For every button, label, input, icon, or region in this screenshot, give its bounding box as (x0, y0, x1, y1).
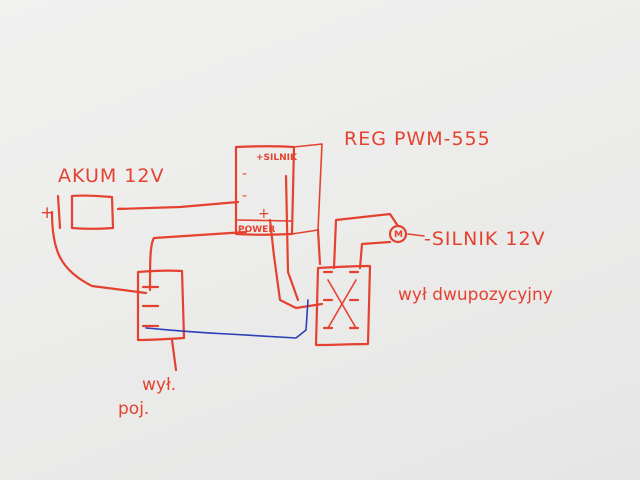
regulator-side-face (291, 143, 323, 235)
dpdt-switch-label: wył dwupozycyjny (398, 285, 553, 305)
wire-regulator-dpdt-a (268, 218, 324, 310)
battery-plate-line (56, 194, 62, 230)
battery-label: AKUM 12V (58, 165, 164, 187)
wire-switch-regulator-power (148, 230, 248, 292)
motor-label-leader (407, 233, 425, 237)
dpdt-switch-box (314, 264, 372, 347)
wire-blue-switch-dpdt (145, 299, 309, 339)
single-switch-label-line2: poj. (118, 399, 149, 419)
pwm-regulator-box (234, 143, 323, 236)
single-switch-box (136, 269, 186, 342)
regulator-power-label: POWER (238, 225, 275, 235)
single-switch-label-line1: wył. (142, 375, 176, 395)
wire-dpdt-motor-a (332, 212, 400, 270)
switch-contacts (322, 270, 360, 330)
regulator-terminal-minus-top: - (242, 166, 247, 182)
regulator-motor-terminal-label: +SILNIK (256, 153, 298, 163)
regulator-label: REG PWM-555 (344, 128, 491, 150)
wire-battery-plus-switch (50, 210, 148, 295)
regulator-terminal-plus: + (258, 206, 270, 222)
wire-regulator-side (316, 228, 322, 266)
battery-symbol (56, 194, 115, 230)
switch-cross-b (327, 279, 357, 329)
wire-dpdt-motor-b (358, 240, 392, 270)
wire-regulator-dpdt-b (284, 174, 300, 302)
red-wiring (50, 174, 425, 372)
battery-plus-terminal: + (40, 203, 54, 223)
regulator-terminal-minus-mid: - (242, 188, 247, 204)
motor-label: -SILNIK 12V (424, 228, 546, 250)
wire-battery-minus-regulator (116, 200, 240, 211)
motor-symbol-letter: M (394, 230, 403, 240)
wire-single-switch-down (170, 338, 178, 372)
regulator-divider-line (237, 219, 293, 222)
